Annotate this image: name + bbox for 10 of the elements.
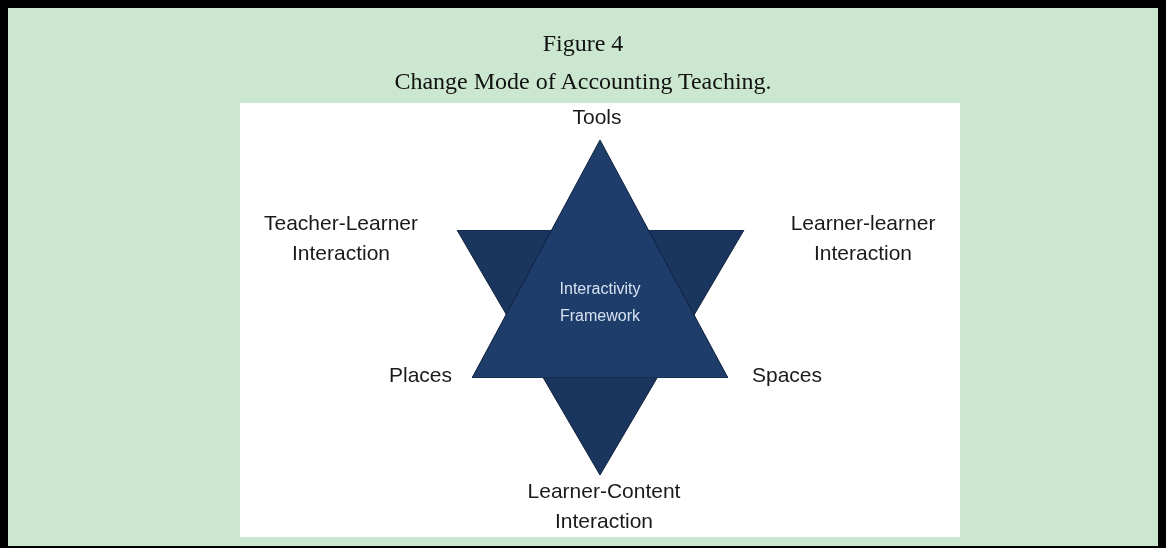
node-text: Interactivity Framework [558,279,642,326]
axis-label: Tools [571,104,623,130]
axis-label: Learner-learner Interaction [789,210,937,266]
figure-title: Figure 4 [541,30,625,57]
axis-label: Spaces [752,362,824,388]
figure-caption: Change Mode of Accounting Teaching. [393,68,773,95]
upward-triangle [472,140,728,378]
axis-label: Teacher-Learner Interaction [262,210,420,266]
axis-label: Learner-Content Interaction [526,478,682,534]
axis-label: Places [387,362,452,388]
